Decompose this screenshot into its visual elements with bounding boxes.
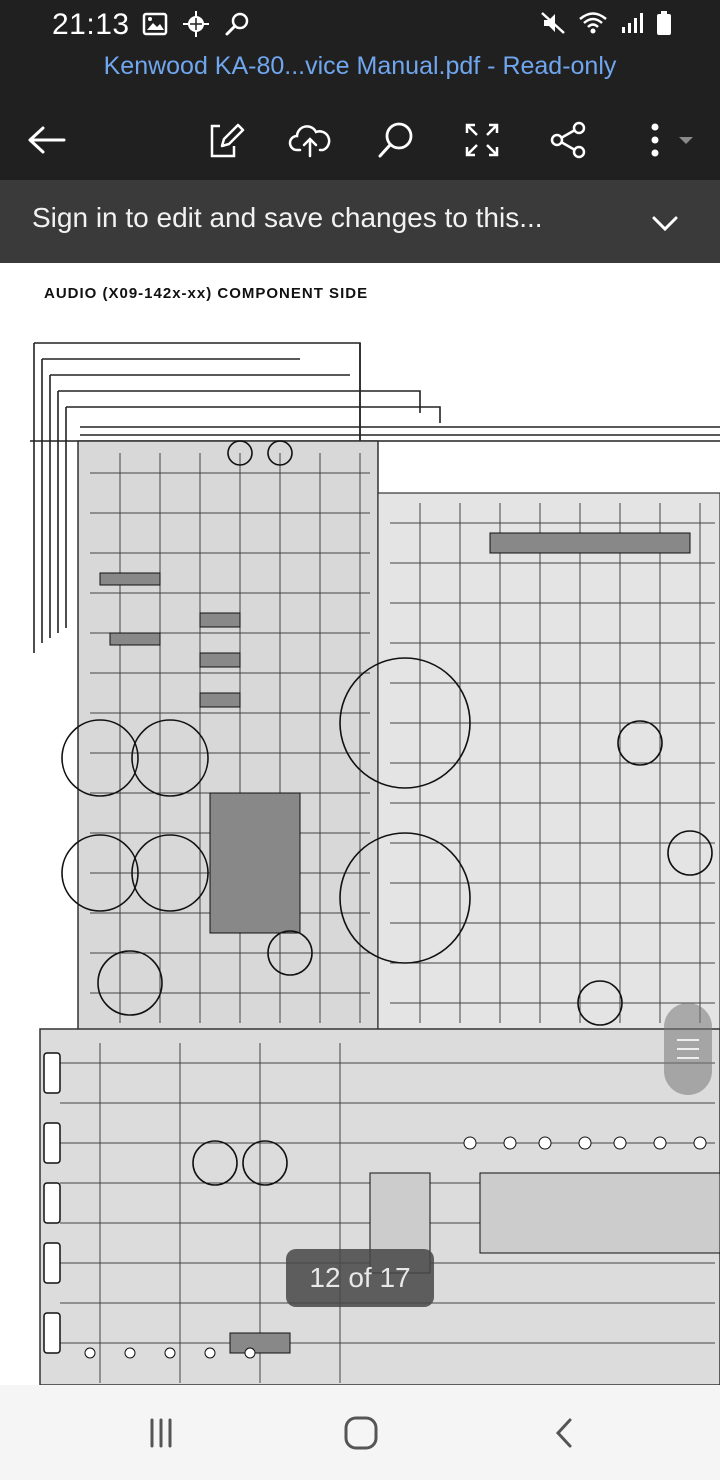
chevron-down-icon[interactable]: [648, 206, 682, 240]
cloud-upload-icon: [288, 125, 331, 158]
page-counter: 12 of 17: [286, 1249, 434, 1307]
status-bar: 21:13: [0, 0, 720, 50]
status-time: 21:13: [52, 8, 130, 41]
banner-text: Sign in to edit and save changes to this…: [32, 202, 543, 233]
crosshair-icon: [183, 11, 209, 37]
search-icon: [378, 122, 413, 158]
status-right-icons: [540, 10, 672, 36]
share-icon: [550, 121, 586, 159]
edit-button[interactable]: [198, 112, 254, 168]
fullscreen-button[interactable]: [454, 112, 510, 168]
upload-button[interactable]: [282, 112, 338, 168]
home-button[interactable]: [336, 1411, 386, 1455]
status-left-icons: [142, 10, 250, 38]
share-button[interactable]: [540, 112, 596, 168]
back-button[interactable]: [18, 112, 74, 168]
document-title: Kenwood KA-80...vice Manual.pdf - Read-o…: [103, 52, 617, 80]
home-icon: [344, 1416, 378, 1450]
search-button[interactable]: [368, 112, 424, 168]
signal-icon: [622, 13, 643, 33]
sign-in-banner[interactable]: Sign in to edit and save changes to this…: [0, 180, 720, 263]
toolbar: [0, 98, 720, 180]
search-key-icon: [225, 12, 249, 36]
more-options-button[interactable]: [630, 112, 700, 168]
back-arrow-icon: [28, 126, 66, 154]
edit-icon: [210, 123, 245, 158]
scroll-handle[interactable]: [664, 1003, 712, 1095]
schematic-image: [30, 342, 720, 1385]
more-options-icon: [651, 123, 693, 157]
system-back-button[interactable]: [540, 1411, 590, 1455]
fullscreen-icon: [465, 123, 499, 157]
mute-icon: [541, 12, 565, 34]
wifi-icon: [579, 12, 607, 34]
recent-apps-icon: [150, 1418, 172, 1448]
gallery-icon: [142, 12, 168, 36]
navigation-bar: [0, 1385, 720, 1480]
recent-apps-button[interactable]: [136, 1411, 186, 1455]
page-heading: AUDIO (X09-142x-xx) COMPONENT SIDE: [44, 285, 369, 302]
back-icon: [555, 1418, 572, 1448]
battery-icon: [657, 11, 671, 35]
document-viewer[interactable]: AUDIO (X09-142x-xx) COMPONENT SIDE: [0, 263, 720, 1385]
